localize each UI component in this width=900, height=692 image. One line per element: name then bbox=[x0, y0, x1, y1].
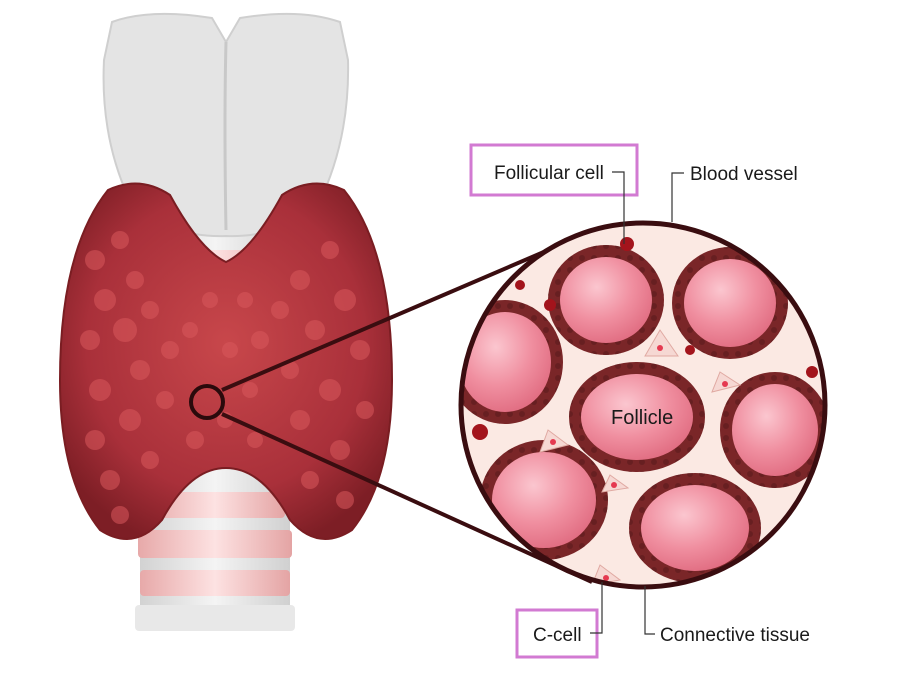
label-blood-vessel: Blood vessel bbox=[672, 164, 798, 222]
follicle-top-right bbox=[672, 247, 788, 359]
cartilage-ridge bbox=[225, 42, 226, 230]
label-c-cell: C-cell bbox=[517, 582, 602, 657]
connective-tissue-leader bbox=[645, 586, 655, 634]
label-connective-tissue: Connective tissue bbox=[645, 586, 810, 646]
connective-tissue-label: Connective tissue bbox=[660, 625, 810, 646]
blood-vessel-label: Blood vessel bbox=[690, 164, 798, 185]
follicle-bottom-right bbox=[629, 473, 761, 583]
blood-vessel-leader bbox=[672, 173, 684, 222]
zoomed-tissue bbox=[447, 223, 830, 587]
follicle-top-left bbox=[548, 245, 664, 355]
follicle-label: Follicle bbox=[611, 407, 673, 429]
c-cell-label: C-cell bbox=[533, 625, 582, 646]
follicular-cell-label: Follicular cell bbox=[494, 163, 604, 184]
